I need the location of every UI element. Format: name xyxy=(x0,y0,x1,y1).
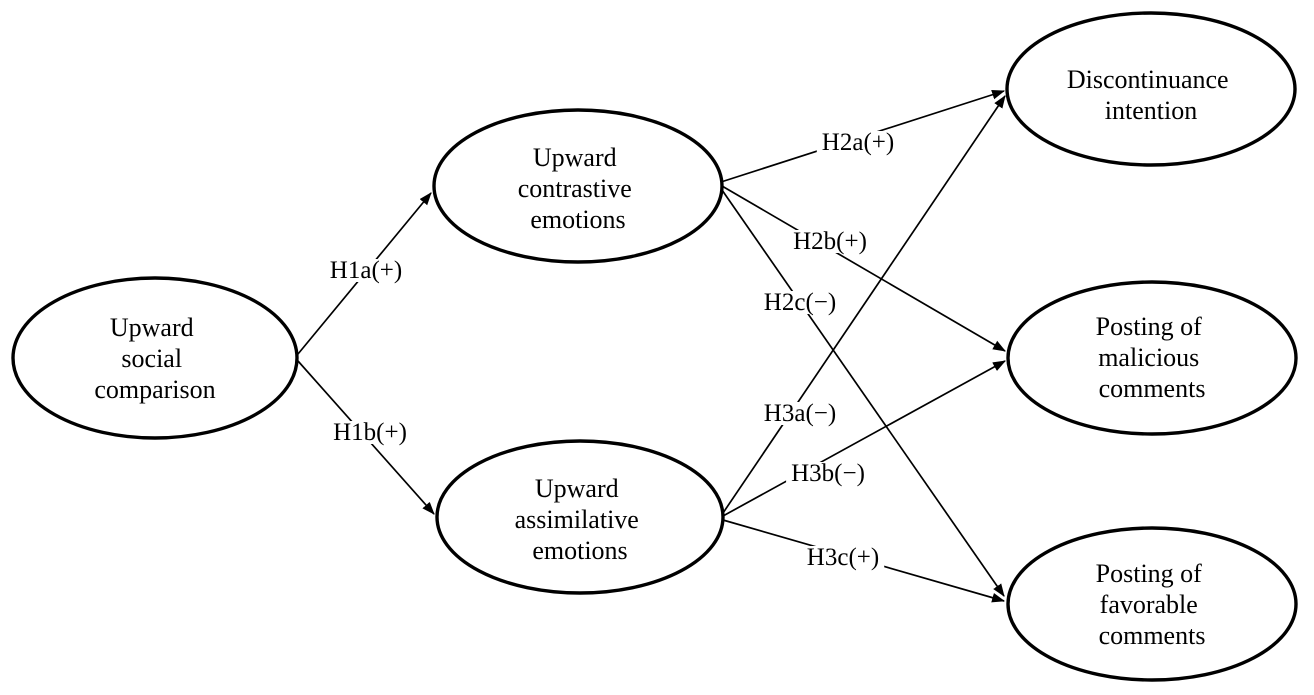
edge-label-backing xyxy=(758,402,842,425)
node-ellipse-upward-assimilative-emotions xyxy=(435,439,725,595)
edge-label-H1a: H1a(+) xyxy=(330,257,402,284)
node-label-line: comparison xyxy=(94,375,215,404)
node-ellipse-posting-of-favorable-comments xyxy=(1006,526,1298,682)
edge-label-backing xyxy=(324,259,408,282)
node-ellipse-posting-of-malicious-comments xyxy=(1006,280,1298,436)
edge-H3a-arrow xyxy=(722,95,1006,514)
node-label-upward-assimilative-emotions: Upward assimilative emotions xyxy=(515,474,646,565)
node-posting-of-favorable-comments: Posting of favorable comments xyxy=(1006,526,1298,682)
edge-label-H3a: H3a(−) xyxy=(764,400,836,427)
node-label-discontinuance-intention: Discontinuance intention xyxy=(1067,65,1235,125)
node-label-line: comments xyxy=(1099,621,1206,650)
edge-labels: H1a(+) H1b(+) H2a(+) H2b(+) H2c(−) H3a(−… xyxy=(324,129,900,571)
edge-label-group-H3b: H3b(−) xyxy=(786,460,870,487)
node-label-line: malicious xyxy=(1098,343,1199,372)
edge-label-group-H2b: H2b(+) xyxy=(788,228,872,255)
node-label-line: Posting of xyxy=(1096,559,1203,588)
node-ellipse-upward-social-comparison xyxy=(11,276,299,440)
edges xyxy=(297,90,1006,603)
node-ellipse-upward-contrastive-emotions xyxy=(432,108,724,264)
node-upward-social-comparison: Upward social comparison xyxy=(11,276,299,440)
edge-label-H2a: H2a(+) xyxy=(822,129,894,156)
edge-label-H1b: H1b(+) xyxy=(333,419,407,446)
edge-label-group-H2a: H2a(+) xyxy=(816,129,900,156)
node-label-posting-of-malicious-comments: Posting of malicious comments xyxy=(1096,312,1209,403)
edge-label-H2b: H2b(+) xyxy=(793,228,867,255)
node-label-line: Upward xyxy=(110,313,194,342)
node-ellipse-discontinuance-intention xyxy=(1005,11,1297,167)
node-label-upward-social-comparison: Upward social comparison xyxy=(94,313,215,404)
node-label-line: Upward xyxy=(533,143,617,172)
edge-label-backing xyxy=(816,131,900,154)
edge-label-backing xyxy=(758,291,842,314)
node-label-line: contrastive xyxy=(518,174,632,203)
node-label-line: favorable xyxy=(1100,590,1198,619)
edge-H2c-arrow xyxy=(721,189,1005,597)
edge-label-backing xyxy=(786,462,870,485)
node-label-line: comments xyxy=(1099,374,1206,403)
edge-label-backing xyxy=(801,546,885,569)
edge-label-backing xyxy=(328,421,412,444)
edge-label-backing xyxy=(788,230,872,253)
node-label-line: Posting of xyxy=(1096,312,1203,341)
edge-label-H2c: H2c(−) xyxy=(764,289,836,316)
node-label-posting-of-favorable-comments: Posting of favorable comments xyxy=(1096,559,1209,650)
edge-label-group-H2c: H2c(−) xyxy=(758,289,842,316)
edge-H3b-arrow xyxy=(722,360,1006,517)
node-upward-assimilative-emotions: Upward assimilative emotions xyxy=(435,439,725,595)
edge-label-H3c: H3c(+) xyxy=(807,544,879,571)
edge-label-group-H1a: H1a(+) xyxy=(324,257,408,284)
edge-H2b-arrow xyxy=(721,185,1006,352)
node-label-upward-contrastive-emotions: Upward contrastive emotions xyxy=(518,143,639,234)
node-label-line: assimilative xyxy=(515,505,639,534)
node-upward-contrastive-emotions: Upward contrastive emotions xyxy=(432,108,724,264)
node-label-line: intention xyxy=(1105,96,1197,125)
node-label-line: social xyxy=(121,344,182,373)
node-label-line: Upward xyxy=(535,474,619,503)
node-label-line: emotions xyxy=(532,536,627,565)
edge-label-H3b: H3b(−) xyxy=(791,460,865,487)
node-discontinuance-intention: Discontinuance intention xyxy=(1005,11,1297,167)
edge-label-group-H3c: H3c(+) xyxy=(801,544,885,571)
node-posting-of-malicious-comments: Posting of malicious comments xyxy=(1006,280,1298,436)
node-label-line: emotions xyxy=(530,205,625,234)
edge-label-group-H3a: H3a(−) xyxy=(758,400,842,427)
edge-label-group-H1b: H1b(+) xyxy=(328,419,412,446)
node-label-line: Discontinuance xyxy=(1067,65,1229,94)
